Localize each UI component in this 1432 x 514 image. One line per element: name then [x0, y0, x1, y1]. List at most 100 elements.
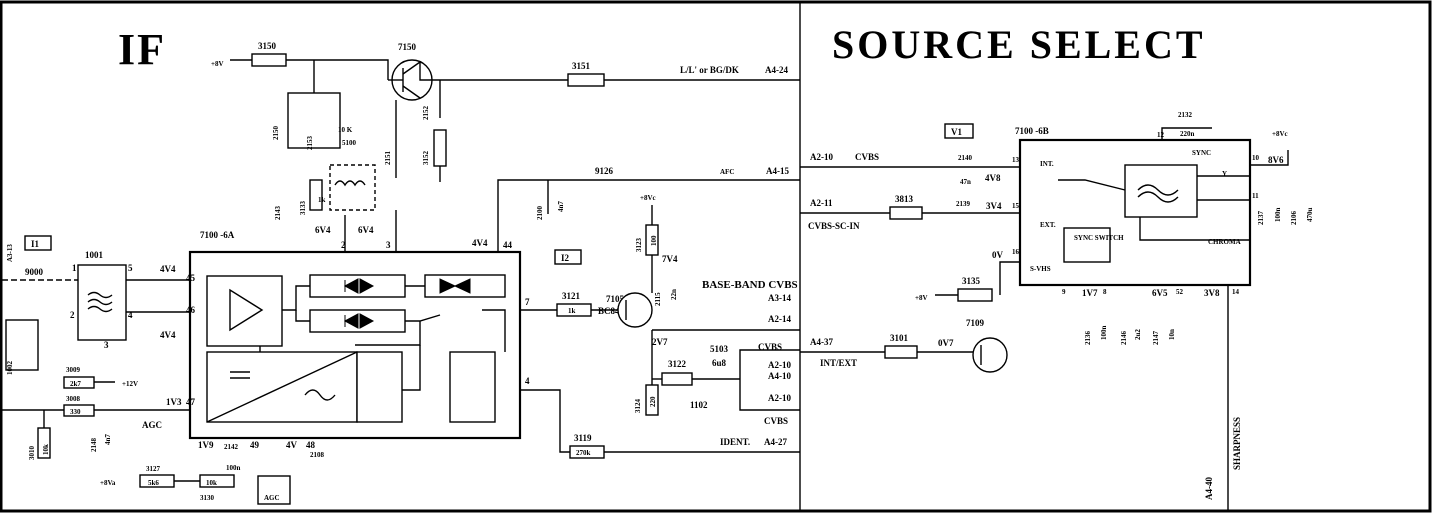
transistor-7109 [972, 337, 1008, 373]
c2148-label: 2148 [90, 438, 98, 453]
int-label: INT. [1040, 160, 1054, 168]
c2147-label: 2147 [1152, 331, 1160, 346]
r3150-label: 3150 [258, 41, 277, 51]
l5100-label: 5100 [342, 139, 357, 147]
conn-a4-15: A4-15 [766, 166, 789, 176]
c2140-label: 2140 [958, 154, 973, 162]
resistor-3152 [433, 129, 447, 167]
chroma-out-label: CHROMA [1208, 238, 1241, 246]
afc-diodes [439, 278, 471, 294]
signal-cvbs-sc-in: CVBS-SC-IN [808, 221, 860, 231]
c2140-value: 47n [960, 178, 971, 186]
resistor-3122 [661, 372, 693, 386]
b-pin-15: 15 [1012, 202, 1020, 210]
sine-symbol [304, 389, 336, 401]
r3133-value: 1k [318, 196, 326, 204]
resistor-3135 [957, 288, 993, 302]
r3010-value: 10k [42, 444, 50, 455]
supply-12v: +12V [122, 380, 138, 388]
c2100-value: 4n7 [557, 201, 565, 212]
filter-1002 [5, 319, 39, 371]
conn-a2-10-b: A2-10 [768, 393, 791, 403]
sync-out-label: SYNC [1192, 149, 1211, 157]
coil-5100 [329, 164, 376, 211]
b-pin-10: 10 [1252, 154, 1260, 162]
x1102-label: 1102 [690, 400, 708, 410]
b-pin-8: 8 [1103, 288, 1107, 296]
r3008-label: 3008 [66, 395, 81, 403]
ic-7100-6b-label: 7100 -6B [1015, 126, 1049, 136]
pin-7: 7 [525, 297, 530, 307]
saw-filter-1001 [77, 264, 127, 341]
r3121-label: 3121 [562, 291, 581, 301]
r3127-label: 3127 [146, 465, 161, 473]
v-1v7: 1V7 [1082, 288, 1098, 298]
pin-46: 46 [186, 305, 196, 315]
c2136-label: 2136 [1084, 331, 1092, 346]
r3101-label: 3101 [890, 333, 909, 343]
signal-agc: AGC [142, 420, 162, 430]
c2152-label: 2152 [422, 106, 430, 121]
v-6v5: 6V5 [1152, 288, 1168, 298]
r3119-label: 3119 [574, 433, 592, 443]
supply-8vc: +8Vc [640, 194, 656, 202]
marker-i2: I2 [561, 253, 570, 263]
pin-3: 3 [386, 240, 391, 250]
r3122-label: 3122 [668, 359, 687, 369]
l5103-value: 6u8 [712, 358, 727, 368]
f-pin-1: 1 [72, 263, 77, 273]
signal-sharpness: SHARPNESS [1232, 417, 1242, 470]
marker-v1-box [944, 123, 974, 139]
signal-lbg: L/L' or BG/DK [680, 65, 739, 75]
c2136-value: 100n [1100, 326, 1108, 341]
c2142-label: 2142 [224, 443, 239, 451]
v-0v: 0V [992, 250, 1004, 260]
c2137-label: 2137 [1257, 211, 1265, 226]
c2100-label: 2100 [536, 206, 544, 221]
signal-afc: AFC [720, 168, 734, 176]
pin-48: 48 [306, 440, 316, 450]
diode-pair-2 [343, 313, 375, 329]
v-4v: 4V [286, 440, 298, 450]
ext-label: EXT. [1040, 221, 1056, 229]
b-pin-14: 14 [1232, 288, 1240, 296]
c2147-value: 10n [1168, 329, 1176, 340]
marker-i1: I1 [31, 239, 40, 249]
r3813-label: 3813 [895, 194, 914, 204]
filter-block [356, 351, 403, 423]
pin-49: 49 [250, 440, 260, 450]
t7150-label: 7150 [398, 42, 417, 52]
f-pin-3: 3 [104, 340, 109, 350]
signal-int-ext: INT/EXT [820, 358, 857, 368]
signal-cvbs-2: CVBS [764, 416, 788, 426]
r3121-value: 1k [568, 307, 576, 315]
c2115-label: 2115 [654, 292, 662, 306]
v-4v4-b: 4V4 [160, 330, 176, 340]
r3119-value: 270k [576, 449, 591, 457]
conn-a4-27: A4-27 [764, 437, 787, 447]
signal-ident: IDENT. [720, 437, 750, 447]
c2148-value: 4n7 [104, 434, 112, 445]
conn-a3-13: A3-13 [6, 244, 14, 262]
c2137-value: 100n [1274, 208, 1282, 223]
node-9126: 9126 [595, 166, 614, 176]
pin-2: 2 [341, 240, 346, 250]
marker-i2-box [554, 249, 582, 265]
r3152-label: 3152 [422, 151, 430, 166]
marker-i1-box [24, 235, 52, 251]
sync-switch-label: SYNC SWITCH [1074, 234, 1124, 242]
f-pin-5: 5 [128, 263, 133, 273]
resistor-3124 [645, 384, 659, 416]
pin-4: 4 [525, 376, 530, 386]
r3124-label: 3124 [634, 399, 642, 414]
r3123-value: 100 [650, 235, 658, 246]
f-pin-2: 2 [70, 310, 75, 320]
conn-a4-10: A4-10 [768, 371, 791, 381]
b-pin-16: 16 [1012, 248, 1020, 256]
sync-switch-block [1063, 227, 1111, 263]
signal-cvbs-1: CVBS [758, 342, 782, 352]
pin-44: 44 [503, 240, 513, 250]
tank-2150-2153 [287, 92, 341, 149]
